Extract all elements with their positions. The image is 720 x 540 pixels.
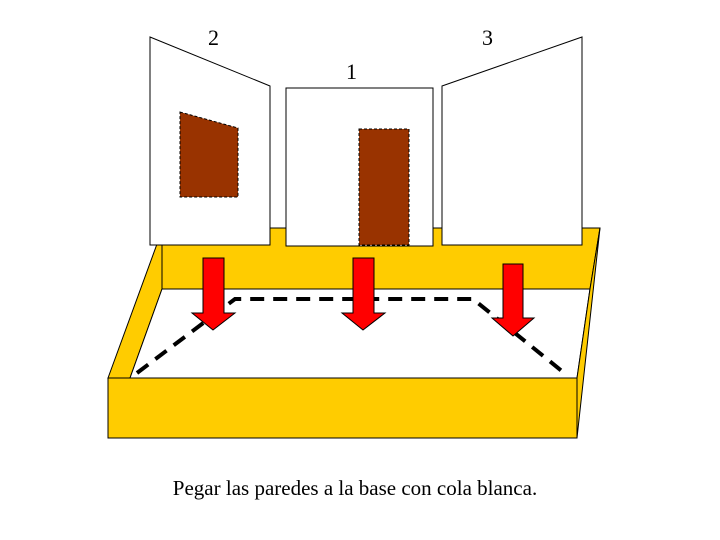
arrow-down-icon: [490, 263, 536, 337]
wall-3: [441, 36, 583, 246]
wall-2-label: 2: [208, 25, 219, 50]
tray-front-wall: [107, 377, 578, 439]
door-1: [358, 128, 410, 246]
window-2: [179, 111, 239, 198]
walls: [149, 36, 583, 247]
wall-1-label: 1: [346, 59, 357, 84]
instruction-caption: Pegar las paredes a la base con cola bla…: [172, 476, 538, 500]
wall-3-label: 3: [482, 25, 493, 50]
arrow-down-icon: [190, 257, 237, 331]
arrow-down-icon: [340, 257, 387, 331]
arrows: [190, 257, 536, 337]
